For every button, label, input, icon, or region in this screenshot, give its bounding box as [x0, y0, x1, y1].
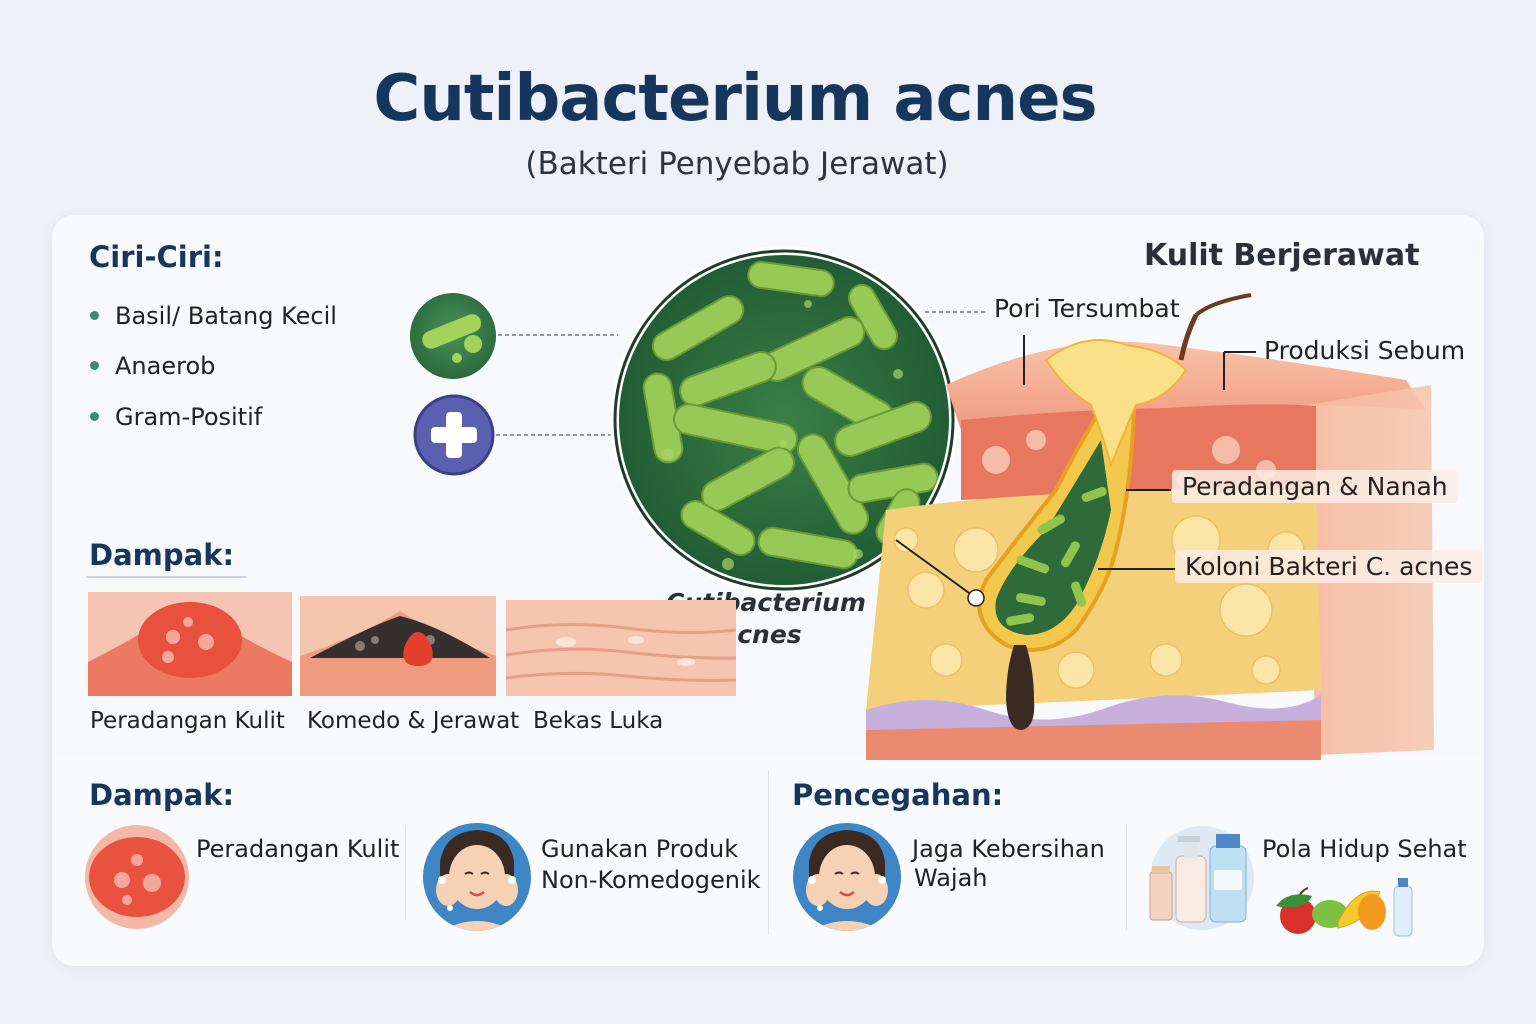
dampak-heading-top: Dampak:	[89, 538, 235, 572]
bottom-gunakan-label: Gunakan Produk	[541, 835, 739, 863]
divider-main	[768, 770, 769, 935]
pencegahan-pola-label: Pola Hidup Sehat	[1262, 835, 1467, 863]
skin-heading: Kulit Berjerawat	[1144, 238, 1420, 273]
callout-sebum: Produksi Sebum	[1264, 336, 1466, 365]
page-subtitle: (Bakteri Penyebab Jerawat)	[525, 146, 949, 182]
bottom-peradangan-label: Peradangan Kulit	[196, 835, 400, 863]
dampak-underline	[86, 576, 246, 578]
pencegahan-heading: Pencegahan:	[792, 778, 1004, 812]
bacteria-micrograph	[610, 246, 958, 594]
pencegahan-wajah-label: Wajah	[914, 864, 988, 892]
ciri-item-basil: Basil/ Batang Kecil	[90, 302, 337, 330]
scar-image	[505, 600, 737, 696]
skincare-products-image	[1149, 826, 1254, 930]
bottom-nonkomedo-label: Non-Komedogenik	[541, 866, 761, 894]
page-title: Cutibacterium acnes	[373, 62, 1097, 136]
inflamed-skin-image	[88, 592, 292, 696]
fruits-water-image	[1276, 878, 1413, 937]
divider-2	[1126, 825, 1127, 930]
face-wash-avatar-2	[793, 823, 901, 931]
dampak-label-komedo: Komedo & Jerawat	[307, 708, 520, 734]
callout-koloni: Koloni Bakteri C. acnes	[1175, 550, 1483, 583]
blackhead-image	[300, 596, 496, 696]
callout-pori: Pori Tersumbat	[994, 294, 1180, 323]
rod-bacteria-icon	[410, 293, 496, 379]
dampak-heading-bottom: Dampak:	[89, 778, 235, 812]
ciri-item-anaerob: Anaerob	[90, 352, 215, 380]
ciri-item-gram: Gram-Positif	[90, 403, 262, 431]
divider-1	[405, 825, 406, 920]
inflamed-skin-circle-image	[85, 825, 189, 929]
dampak-label-bekas: Bekas Luka	[533, 708, 664, 734]
ciri-heading: Ciri-Ciri:	[89, 240, 224, 274]
face-wash-avatar-1	[423, 823, 531, 931]
plus-icon	[413, 394, 495, 476]
callout-radang: Peradangan & Nanah	[1172, 470, 1458, 503]
dampak-label-peradangan: Peradangan Kulit	[90, 708, 285, 734]
pencegahan-jaga-label: Jaga Kebersihan	[912, 835, 1105, 863]
